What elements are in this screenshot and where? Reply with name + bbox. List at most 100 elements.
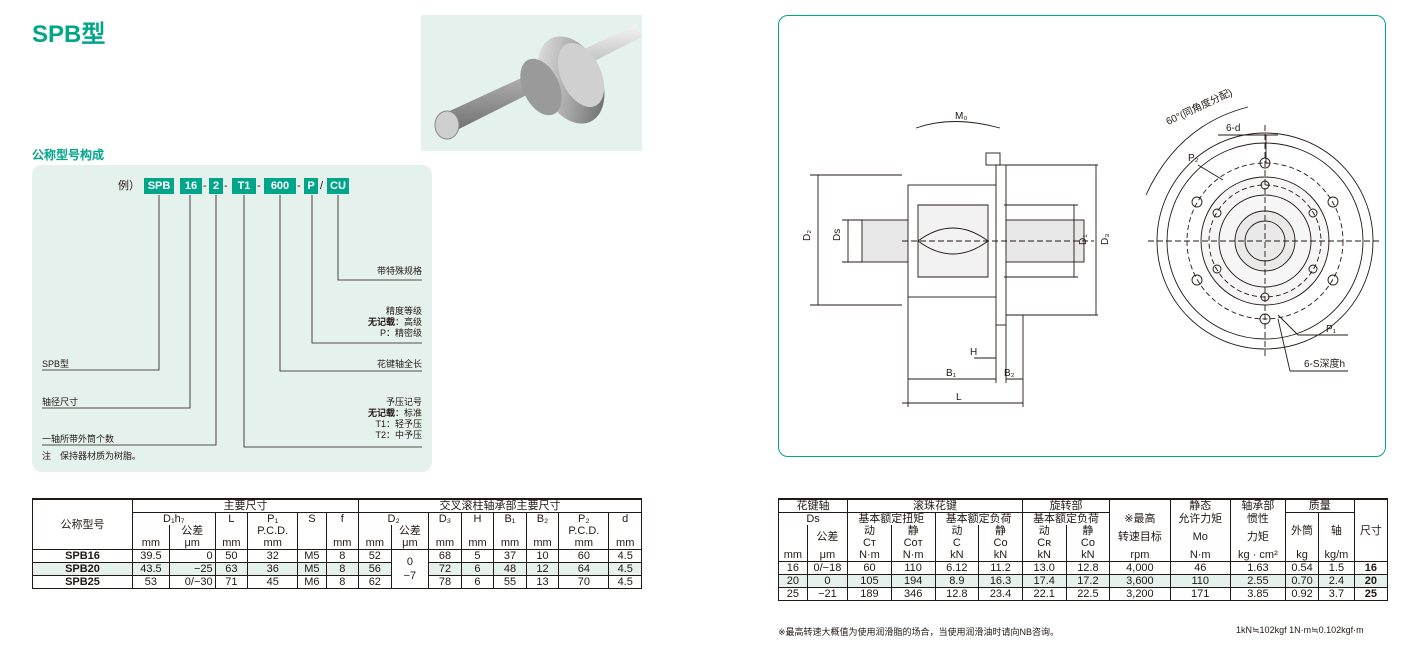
cell: 0/−18: [806, 561, 849, 575]
table-row: SPB16 39.5 0 50 32 M5 8 52 0−7 68 5 37 1…: [32, 549, 642, 589]
cell: 17.2: [1065, 574, 1111, 588]
label-preload-none: 无记载：标准: [367, 408, 422, 418]
u-kn: kN: [934, 549, 980, 562]
cell: 12.8: [934, 587, 980, 601]
label-b2: B₂: [1004, 368, 1015, 379]
cell: 10: [525, 549, 560, 563]
cell: 8: [325, 549, 360, 563]
label-angle: 60°(同角度分配): [1164, 86, 1235, 128]
cell: 52: [358, 549, 392, 563]
u-mm: mm: [493, 537, 527, 550]
cell: 12: [525, 562, 560, 576]
u-mm: mm: [525, 537, 560, 550]
label-accuracy-p: P：精密级: [379, 328, 422, 338]
h-cot: Coᴛ: [903, 537, 923, 549]
example-prefix: 例）: [118, 180, 140, 192]
cell: 105: [847, 574, 892, 588]
cell: 39.5: [132, 549, 170, 563]
h-rot: 旋转部: [1021, 498, 1111, 513]
h-dyn: 动: [863, 525, 875, 537]
cell: 8: [325, 562, 360, 576]
h-ct: Cᴛ: [862, 537, 876, 549]
cell: 4.5: [608, 575, 642, 589]
cell: 16: [778, 561, 808, 575]
code-count: 2: [209, 178, 223, 194]
cell: 25: [778, 587, 808, 601]
cell: 0/−30: [168, 575, 216, 589]
h-max2: 转速目标: [1109, 525, 1171, 549]
cell: 0.54: [1284, 561, 1320, 575]
code-accuracy: P: [304, 178, 318, 194]
cell: 60: [558, 549, 610, 563]
h-co: Co: [993, 537, 1008, 549]
h-sta: 静: [995, 525, 1007, 537]
label-l: L: [956, 392, 962, 403]
cell: 0: [806, 574, 849, 588]
label-b1: B₁: [946, 368, 957, 379]
h-bearing3: 力矩: [1229, 525, 1286, 549]
h-b1: B₁: [493, 512, 527, 525]
u-kn: kN: [978, 549, 1023, 562]
cell: 8: [325, 575, 360, 589]
unit-note: 1kN≒102kgf 1N·m≒0.102kgf·m: [1236, 625, 1364, 635]
u-nm: N·m: [1169, 549, 1231, 562]
label-spline-length: 花键轴全长: [376, 359, 422, 369]
code-length: 600: [264, 178, 296, 194]
cell: M6: [297, 575, 327, 589]
cell: 12.8: [1065, 561, 1111, 575]
label-shaft-dia: 轴径尺寸: [42, 397, 79, 407]
u-um: μm: [168, 537, 216, 550]
page-title: SPB型: [32, 21, 106, 48]
cell-model: SPB25: [32, 575, 133, 589]
cell: 60: [847, 561, 892, 575]
cell: 6: [460, 575, 495, 589]
cell: 189: [847, 587, 892, 601]
h-max: ※最高: [1109, 512, 1171, 525]
cell: 36: [247, 562, 299, 576]
cell: 70: [558, 575, 610, 589]
sep-1: -: [203, 180, 207, 192]
cell: 48: [493, 562, 527, 576]
footnote: ※最高转速大概值为使用润滑脂的场合，当使用润滑油时请向NB咨询。: [778, 627, 1060, 637]
cell: 2.55: [1229, 574, 1286, 588]
h-spline: 花键轴: [777, 498, 849, 513]
label-spb-type: SPB型: [42, 359, 70, 369]
cell: 16.3: [978, 574, 1023, 588]
cell: 0: [168, 549, 216, 563]
cell: 5: [460, 549, 495, 563]
table-row: SPB20 43.5 −25 63 36 M5 8 56 72 6 48 12 …: [32, 562, 642, 576]
h-static2: 允许力矩: [1169, 512, 1231, 525]
h-main: 主要尺寸: [131, 498, 360, 513]
cell: −21: [806, 587, 849, 601]
label-6d: 6-d: [1226, 123, 1240, 134]
cell: 68: [428, 549, 462, 563]
h-static: 静态: [1169, 498, 1231, 513]
cell: 13.0: [1021, 561, 1067, 575]
label-d3: D₃: [1100, 234, 1111, 245]
model-leader-lines: [42, 195, 422, 448]
cell: 110: [890, 561, 936, 575]
cell: 56: [358, 562, 392, 576]
h-l: L: [214, 512, 249, 525]
table-row: 25 −21 189 346 12.8 23.4 22.1 22.5 3,200…: [778, 587, 1389, 601]
h-tol2: 公差: [390, 525, 430, 537]
u-mm: mm: [214, 537, 249, 550]
h-d2: D₂: [358, 512, 430, 525]
cell-d2-tol-bot: −7: [403, 570, 417, 582]
label-m0: M₀: [955, 111, 967, 122]
cell: 43.5: [132, 562, 170, 576]
cell: 4.5: [608, 549, 642, 563]
right-spec-table: 花键轴 滚珠花键 旋转部 静态 轴承部 质量 尺寸 Ds 基本额定扭矩 基本额定…: [777, 498, 1389, 601]
cell: M5: [297, 562, 327, 576]
h-sta: 静: [907, 525, 919, 537]
u-um: μm: [806, 549, 849, 562]
h-pcd2: P.C.D.: [558, 525, 610, 537]
code-special: CU: [327, 178, 349, 194]
cell-size: 25: [1353, 587, 1389, 601]
h-p1: P₁: [247, 512, 299, 525]
u-kn: kN: [1021, 549, 1067, 562]
label-preload-title: 予压记号: [385, 397, 422, 407]
cell: 110: [1169, 574, 1231, 588]
cell: 346: [890, 587, 936, 601]
